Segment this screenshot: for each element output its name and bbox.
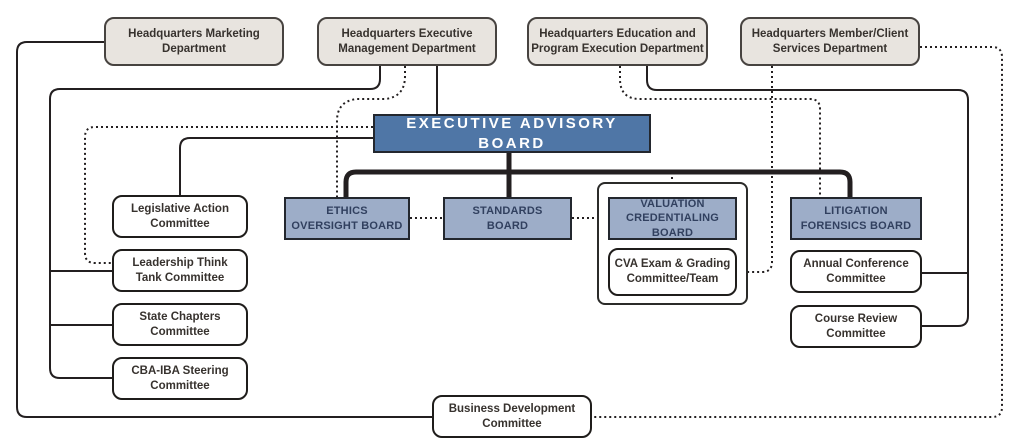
node-label-line: Legislative Action (131, 202, 229, 215)
node-state-chapters-committee: State Chapters Committee (112, 303, 248, 346)
node-label-line: CBA-IBA Steering (131, 364, 229, 377)
node-course-review-committee: Course Review Committee (790, 305, 922, 348)
node-label-line: EXECUTIVE ADVISORY BOARD (406, 115, 618, 152)
node-label-line: VALUATION (640, 198, 705, 211)
node-label-line: Committee (150, 379, 210, 392)
wire-dotted-memberclient-to-bizdev (592, 46, 1003, 418)
node-label-line: CREDENTIALING BOARD (625, 212, 720, 239)
node-standards-board: STANDARDS BOARD (443, 197, 572, 240)
node-label-line: Leadership Think (132, 256, 228, 269)
node-label-line: Business Development (448, 402, 576, 415)
node-label-line: LITIGATION (824, 205, 888, 218)
node-label-line: Committee (482, 417, 542, 430)
node-hq-marketing-department: Headquarters Marketing Department (104, 17, 284, 66)
node-hq-executive-management-department: Headquarters Executive Management Depart… (317, 17, 497, 66)
node-cva-exam-grading-committee: CVA Exam & Grading Committee/Team (608, 248, 737, 296)
node-legislative-action-committee: Legislative Action Committee (112, 195, 248, 238)
node-label-line: State Chapters (139, 310, 221, 323)
node-label-line: Headquarters Executive (341, 27, 473, 40)
node-label-line: Committee (826, 272, 886, 285)
wire-dotted-education-to-litigation (619, 66, 821, 197)
wire-execmgmt-to-left-committees (49, 66, 381, 379)
node-hq-education-program-execution-department: Headquarters Education and Program Execu… (527, 17, 708, 66)
node-annual-conference-committee: Annual Conference Committee (790, 250, 922, 293)
wire-eab-bus (343, 169, 853, 197)
wire-marketing-to-business-development (16, 41, 432, 418)
node-label-line: Committee (826, 327, 886, 340)
node-leadership-think-tank-committee: Leadership Think Tank Committee (112, 249, 248, 292)
node-label-line: Program Execution Department (531, 42, 704, 55)
node-label-line: Services Department (772, 42, 888, 55)
wire-education-to-right-committees (646, 66, 969, 327)
node-ethics-oversight-board: ETHICS OVERSIGHT BOARD (284, 197, 410, 240)
wire-dotted-memberclient-to-cva (740, 66, 773, 273)
node-valuation-credentialing-board: VALUATION CREDENTIALING BOARD (608, 197, 737, 240)
node-label-line: CVA Exam & Grading (614, 258, 731, 271)
node-cba-iba-steering-committee: CBA-IBA Steering Committee (112, 357, 248, 400)
node-label-line: FORENSICS BOARD (800, 219, 912, 232)
node-label-line: Tank Committee (135, 271, 225, 284)
node-label-line: Committee (150, 325, 210, 338)
node-label-line: Committee/Team (626, 273, 719, 285)
node-label-line: BOARD (486, 219, 529, 232)
node-litigation-forensics-board: LITIGATION FORENSICS BOARD (790, 197, 922, 240)
node-label-line: Committee (150, 217, 210, 230)
node-label-line: Course Review (814, 312, 898, 325)
wire-eab-to-legislative-action (179, 137, 373, 195)
node-executive-advisory-board: EXECUTIVE ADVISORY BOARD (373, 114, 651, 153)
node-business-development-committee: Business Development Committee (432, 395, 592, 438)
node-label-line: Headquarters Member/Client (751, 27, 909, 40)
node-label-line: Headquarters Education and (539, 27, 696, 40)
node-label-line: Annual Conference (803, 257, 909, 270)
node-label-line: Management Department (338, 42, 476, 55)
node-label-line: ETHICS (326, 205, 368, 218)
node-label-line: OVERSIGHT BOARD (291, 219, 403, 232)
node-hq-member-client-services-department: Headquarters Member/Client Services Depa… (740, 17, 920, 66)
node-label-line: Department (162, 42, 226, 55)
node-label-line: Headquarters Marketing (128, 27, 260, 40)
node-label-line: STANDARDS (472, 205, 543, 218)
